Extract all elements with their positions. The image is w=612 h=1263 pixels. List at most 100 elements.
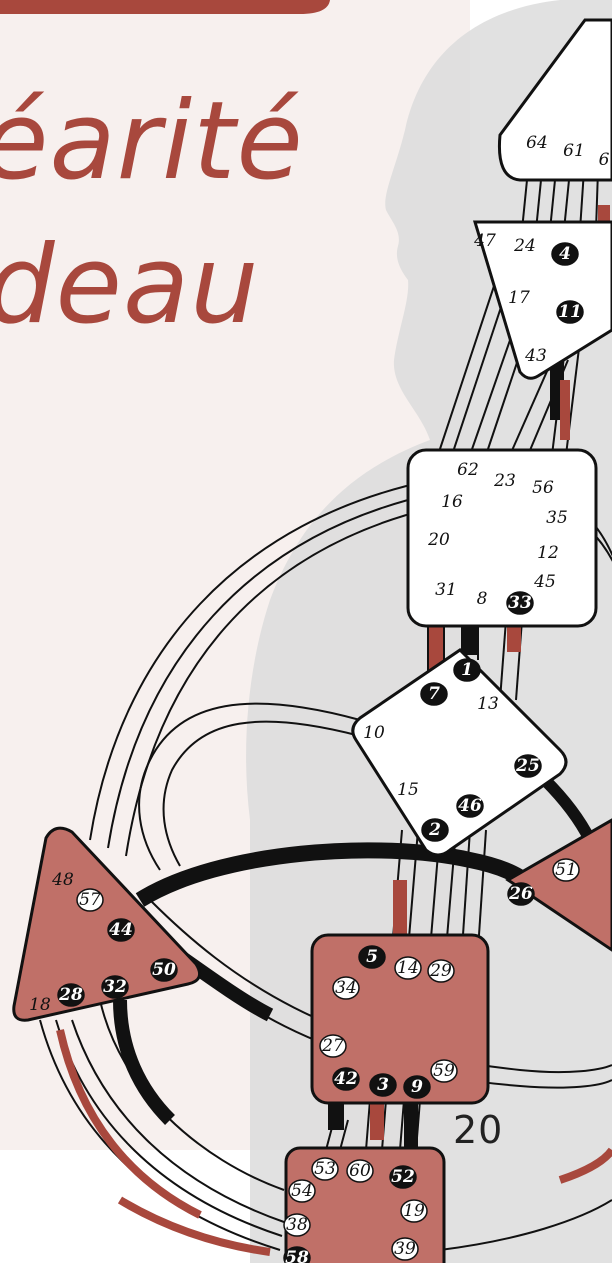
gate-label: 61 bbox=[563, 141, 585, 161]
gate-label: 54 bbox=[291, 1181, 313, 1201]
gate-50: 50 bbox=[150, 958, 178, 982]
gate-label: 50 bbox=[152, 960, 176, 980]
gate-label: 53 bbox=[314, 1159, 336, 1179]
gate-label: 12 bbox=[537, 543, 559, 563]
gate-label: 31 bbox=[435, 580, 457, 600]
gate-label: 46 bbox=[458, 796, 482, 816]
gate-25: 25 bbox=[514, 754, 542, 778]
gate-6: 6 bbox=[599, 150, 610, 170]
gate-24: 24 bbox=[513, 236, 536, 256]
gate-9: 9 bbox=[403, 1075, 431, 1099]
gate-label: 44 bbox=[109, 920, 133, 940]
title-line-2: deau bbox=[0, 223, 260, 348]
gate-27: 27 bbox=[319, 1034, 347, 1058]
gate-label: 15 bbox=[397, 780, 419, 800]
gate-57: 57 bbox=[76, 888, 104, 912]
gate-label: 6 bbox=[599, 150, 610, 170]
title-line-1: éarité bbox=[0, 79, 304, 204]
gate-label: 5 bbox=[366, 947, 378, 967]
gate-label: 7 bbox=[428, 684, 440, 704]
gate-56: 56 bbox=[532, 478, 554, 498]
gate-label: 42 bbox=[334, 1069, 358, 1089]
gate-10: 10 bbox=[363, 723, 385, 743]
gate-51: 51 bbox=[552, 858, 580, 882]
gate-64: 64 bbox=[526, 133, 548, 153]
gate-13: 13 bbox=[477, 694, 499, 714]
gate-label: 3 bbox=[377, 1075, 389, 1095]
gate-label: 20 bbox=[427, 530, 450, 550]
gate-3: 3 bbox=[369, 1073, 397, 1097]
gate-7: 7 bbox=[420, 682, 448, 706]
gate-label: 52 bbox=[391, 1167, 415, 1187]
gate-62: 62 bbox=[457, 460, 479, 480]
gate-34: 34 bbox=[332, 976, 360, 1000]
gate-2: 2 bbox=[421, 818, 449, 842]
gate-label: 11 bbox=[558, 302, 582, 322]
ajna-center bbox=[472, 220, 612, 380]
gate-4: 4 bbox=[551, 242, 579, 266]
gate-12: 12 bbox=[537, 543, 559, 563]
gate-29: 29 bbox=[427, 959, 455, 983]
gate-label: 23 bbox=[493, 471, 516, 491]
gate-53: 53 bbox=[311, 1157, 339, 1181]
gate-label: 62 bbox=[457, 460, 479, 480]
gate-32: 32 bbox=[101, 975, 129, 999]
page-number: 20 bbox=[453, 1108, 504, 1152]
gate-label: 59 bbox=[433, 1061, 455, 1081]
gate-23: 23 bbox=[493, 471, 516, 491]
gate-label: 35 bbox=[546, 508, 568, 528]
gate-38: 38 bbox=[283, 1213, 311, 1237]
gate-46: 46 bbox=[456, 794, 484, 818]
gate-42: 42 bbox=[332, 1067, 360, 1091]
gate-label: 64 bbox=[526, 133, 548, 153]
gate-label: 27 bbox=[321, 1036, 344, 1056]
gate-33: 33 bbox=[506, 591, 534, 615]
gate-39: 39 bbox=[391, 1237, 419, 1261]
gate-58: 58 bbox=[283, 1246, 311, 1263]
gate-45: 45 bbox=[533, 572, 556, 592]
gate-label: 16 bbox=[441, 492, 463, 512]
gate-label: 38 bbox=[286, 1215, 308, 1235]
gate-label: 34 bbox=[335, 978, 357, 998]
gate-label: 60 bbox=[349, 1161, 371, 1181]
gate-label: 32 bbox=[103, 977, 127, 997]
gate-19: 19 bbox=[400, 1199, 428, 1223]
gate-1: 1 bbox=[453, 658, 481, 682]
gate-label: 10 bbox=[363, 723, 385, 743]
throat-center bbox=[406, 448, 598, 628]
head-center bbox=[497, 18, 612, 182]
gate-label: 48 bbox=[51, 870, 74, 890]
gate-label: 58 bbox=[285, 1248, 309, 1263]
ego-center bbox=[505, 818, 612, 952]
gate-label: 9 bbox=[411, 1077, 423, 1097]
gate-44: 44 bbox=[107, 918, 135, 942]
gate-28: 28 bbox=[57, 983, 85, 1007]
gate-8: 8 bbox=[477, 589, 488, 609]
gate-label: 47 bbox=[473, 231, 496, 251]
gate-31: 31 bbox=[435, 580, 457, 600]
gate-16: 16 bbox=[441, 492, 463, 512]
gate-label: 33 bbox=[508, 593, 532, 613]
gate-61: 61 bbox=[563, 141, 585, 161]
gate-label: 26 bbox=[508, 884, 533, 904]
gate-54: 54 bbox=[288, 1179, 316, 1203]
gate-label: 8 bbox=[477, 589, 488, 609]
gate-60: 60 bbox=[346, 1159, 374, 1183]
gate-18: 18 bbox=[29, 995, 51, 1015]
gate-47: 47 bbox=[473, 231, 496, 251]
gate-label: 51 bbox=[555, 860, 577, 880]
gate-17: 17 bbox=[508, 288, 530, 308]
gate-label: 43 bbox=[524, 346, 547, 366]
gate-label: 39 bbox=[394, 1239, 416, 1259]
gate-label: 28 bbox=[58, 985, 83, 1005]
gate-label: 29 bbox=[429, 961, 452, 981]
gate-label: 25 bbox=[515, 756, 540, 776]
gate-label: 17 bbox=[508, 288, 530, 308]
gate-label: 57 bbox=[79, 890, 101, 910]
top-banner bbox=[0, 0, 330, 14]
gate-59: 59 bbox=[430, 1059, 458, 1083]
gate-label: 56 bbox=[532, 478, 554, 498]
gate-label: 1 bbox=[461, 660, 473, 680]
